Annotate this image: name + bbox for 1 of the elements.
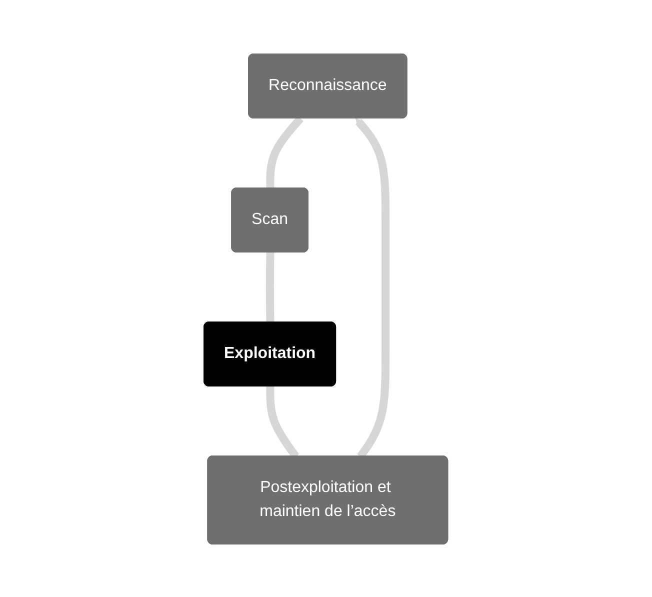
connector: [266, 252, 274, 322]
